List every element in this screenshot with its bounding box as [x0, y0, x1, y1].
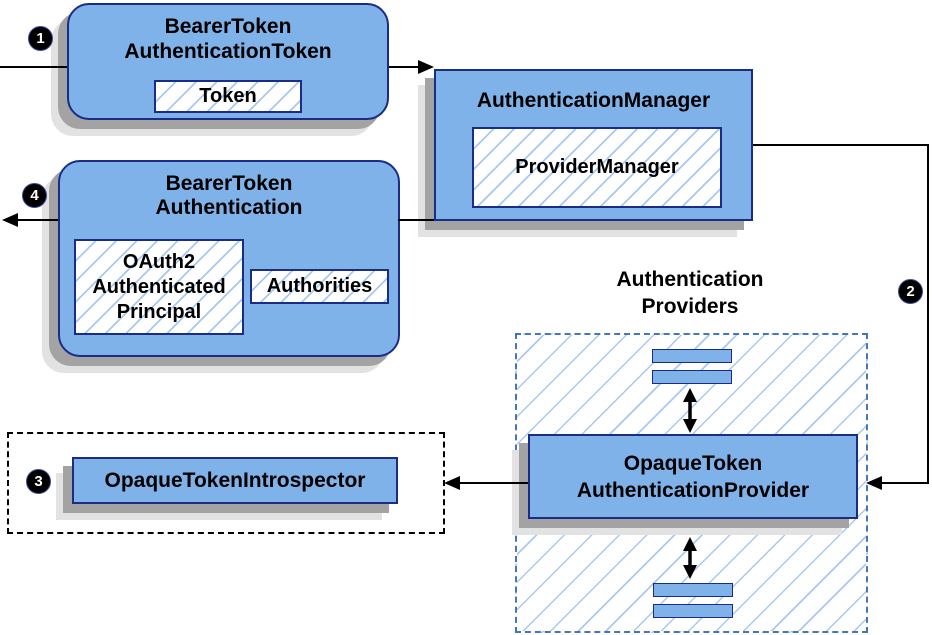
node-title-line: OpaqueToken [623, 451, 763, 475]
node-title-line: Authentication [155, 196, 303, 219]
opaque-token-authentication-provider-node: OpaqueToken AuthenticationProvider [528, 434, 858, 519]
label-line: Authentication [616, 268, 764, 291]
bearer-token-authentication-token-node: BearerToken AuthenticationToken Token [67, 3, 389, 120]
authentication-providers-label: Authentication Providers [559, 266, 821, 320]
provider-manager-chip: ProviderManager [472, 127, 722, 208]
node-title: AuthenticationManager [476, 89, 711, 112]
authorities-chip: Authorities [250, 269, 389, 304]
step-2-badge: 2 [898, 279, 923, 304]
bearer-token-authentication-node: BearerToken Authentication OAuth2 Authen… [58, 160, 400, 357]
label-line: Providers [641, 295, 739, 318]
opaque-token-introspector-node: OpaqueTokenIntrospector [72, 457, 398, 504]
node-title-line: BearerToken [164, 15, 292, 38]
chip-line: Authenticated [92, 275, 226, 298]
node-title-line: AuthenticationToken [124, 40, 332, 63]
authentication-outgoing-arrow [2, 213, 58, 227]
step-4-badge: 4 [22, 183, 47, 208]
token-to-manager-arrow [389, 60, 434, 74]
token-chip: Token [154, 80, 302, 113]
node-title-line: AuthenticationProvider [576, 478, 810, 502]
provider-stack-top-bar-2 [652, 370, 732, 384]
provider-stack-bottom-bar-1 [653, 583, 733, 597]
node-title: BearerToken AuthenticationToken [69, 14, 387, 64]
authentication-manager-node: AuthenticationManager ProviderManager [434, 69, 753, 221]
chip-line: Principal [116, 300, 202, 323]
node-title: BearerToken Authentication [60, 172, 398, 220]
oauth2-authenticated-principal-chip: OAuth2 Authenticated Principal [74, 239, 244, 335]
node-title-line: BearerToken [165, 172, 293, 195]
step-3-badge: 3 [26, 469, 51, 494]
provider-stack-top-bar-1 [652, 349, 732, 363]
provider-stack-bottom-bar-2 [653, 604, 733, 618]
step-1-badge: 1 [28, 26, 53, 51]
chip-line: OAuth2 [122, 250, 196, 273]
